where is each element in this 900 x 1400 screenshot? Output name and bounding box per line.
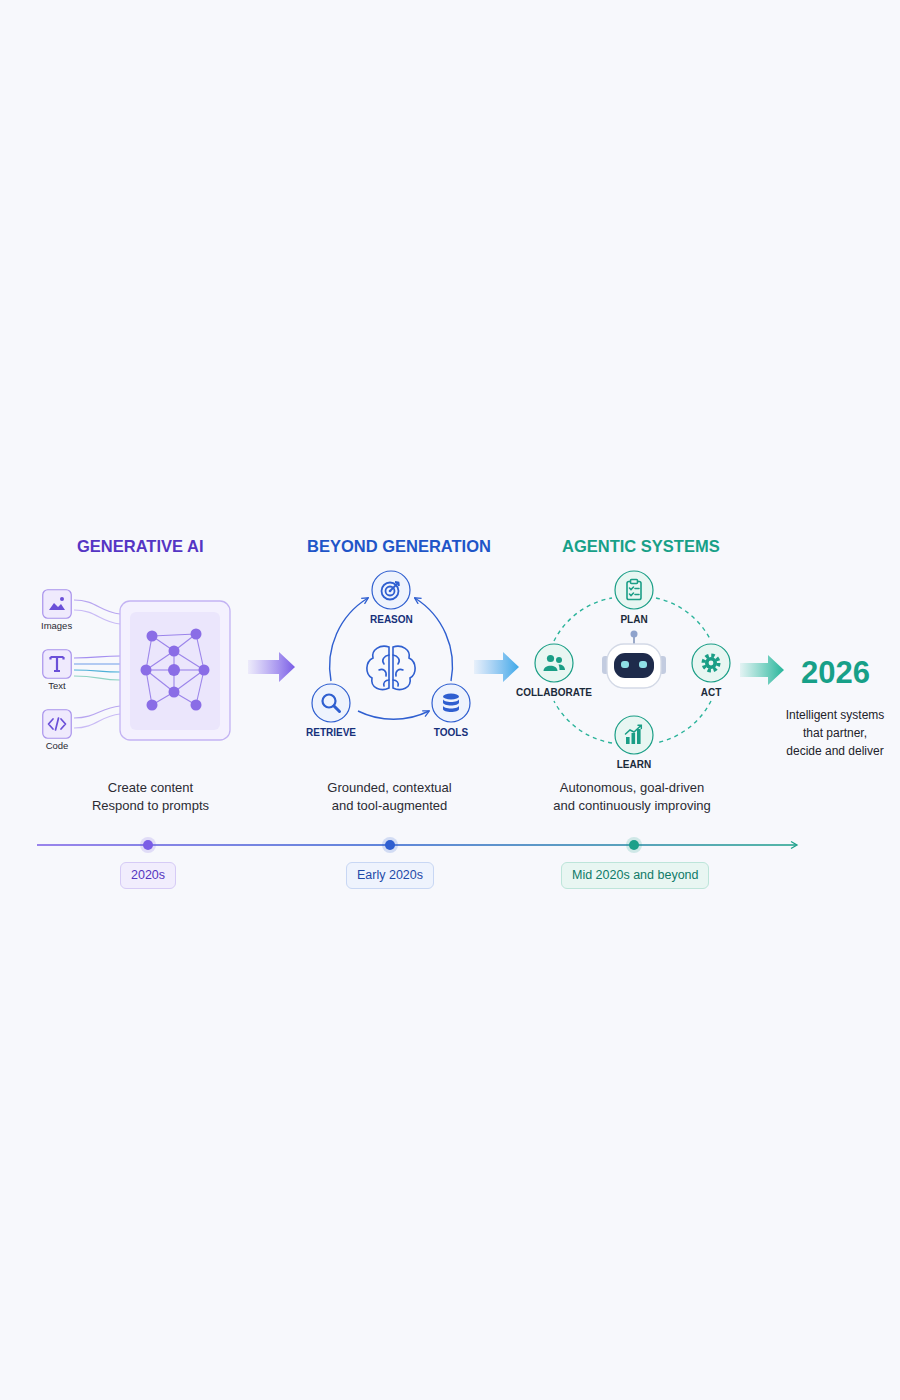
node-label: PLAN [620,614,647,626]
node-icon [614,715,654,755]
node-icon [614,570,654,610]
node-icon [311,683,351,723]
stage-caption: Autonomous, goal-driven and continuously… [543,779,721,815]
era-label: Early 2020s [357,868,423,883]
capability-circle: RETRIEVE [306,683,356,739]
node-label: REASON [370,614,413,626]
cycle-link [656,701,711,743]
node-label: Text [48,680,65,692]
era-pill: Mid 2020s and beyond [561,862,709,889]
brain-icon [367,646,415,689]
node-icon [534,643,574,683]
era-pill: 2020s [120,862,176,889]
node-label: ACT [701,687,722,699]
era-label: Mid 2020s and beyond [572,868,698,883]
input-icon: Text [42,649,72,692]
node-icon [431,683,471,723]
node-icon [42,649,72,679]
stage-title: AGENTIC SYSTEMS [562,536,720,556]
node-icon [42,589,72,619]
robot-icon [602,631,666,689]
year-label: 2026 [801,654,870,691]
cycle-link [554,598,612,641]
capability-circle: ACT [691,643,731,699]
stage-title: BEYOND GENERATION [307,536,491,556]
node-icon [42,709,72,739]
stage-arrow [740,655,784,685]
cycle-arrow [358,711,429,719]
capability-circle: LEARN [614,715,654,771]
input-wires [74,600,120,728]
cycle-arrow [415,598,453,681]
stage-title: GENERATIVE AI [77,536,204,556]
era-label: 2020s [131,868,165,883]
era-pill: Early 2020s [346,862,434,889]
capability-circle: REASON [370,570,413,626]
node-label: RETRIEVE [306,727,356,739]
node-icon [371,570,411,610]
node-label: Images [41,620,72,632]
node-label: COLLABORATE [516,687,592,699]
input-icon: Images [41,589,72,632]
timeline [37,837,797,853]
stage-caption: Grounded, contextual and tool-augmented [317,779,462,815]
stage-caption: Create content Respond to prompts [83,779,218,815]
input-icon: Code [42,709,72,752]
network-panel [120,601,230,740]
node-icon [691,643,731,683]
capability-circle: TOOLS [431,683,471,739]
stage-arrow [248,652,295,682]
cycle-link [554,701,612,743]
node-label: TOOLS [434,727,468,739]
outcome-text: Intelligent systems that partner, decide… [774,706,896,760]
cycle-link [656,598,711,641]
cycle-arrow [330,598,368,681]
node-label: LEARN [617,759,651,771]
capability-circle: COLLABORATE [516,643,592,699]
capability-circle: PLAN [614,570,654,626]
node-label: Code [46,740,69,752]
stage-arrow [474,652,519,682]
